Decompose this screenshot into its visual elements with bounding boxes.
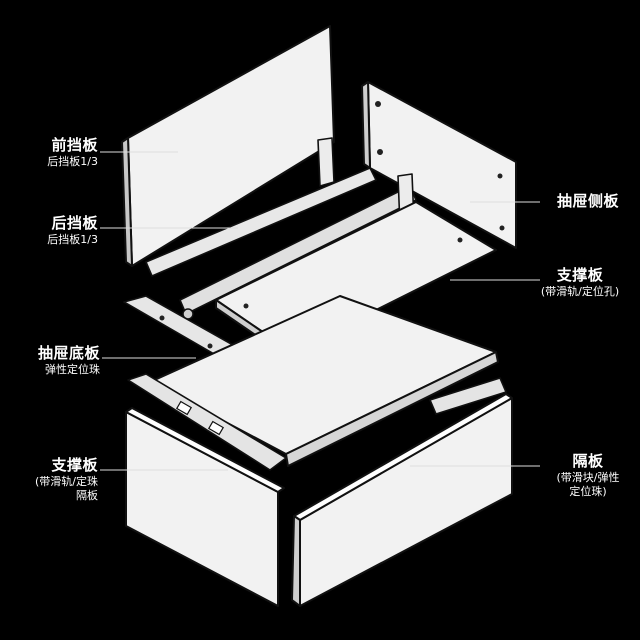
label-partition: 隔板 (带滑块/弹性 定位珠)	[540, 452, 636, 498]
drawer-bottom-sub: 弹性定位珠	[45, 362, 100, 376]
slider-block-1	[175, 400, 193, 416]
slider-block-2	[207, 420, 225, 436]
bottom-rail-bead-1	[159, 315, 165, 321]
support-left-title: 支撑板	[51, 456, 98, 474]
drawer-bottom-tray-rim	[285, 351, 499, 467]
lower-slide-rail	[127, 373, 287, 471]
partition-sub2: 定位珠)	[569, 484, 607, 498]
side-screw-4	[499, 225, 505, 231]
upper-rail-front	[179, 185, 417, 315]
label-support-right: 支撑板 (带滑轨/定位孔)	[524, 266, 636, 299]
front-baffle-edge	[121, 137, 133, 267]
label-drawer-side: 抽屉侧板	[540, 192, 636, 211]
board-hole-3	[243, 303, 249, 309]
back-baffle-title: 后挡板	[51, 214, 98, 232]
label-back-baffle: 后挡板 后挡板1/3	[8, 214, 98, 247]
board-hole-1	[457, 237, 463, 243]
rear-lower-rail	[429, 377, 507, 415]
label-support-left: 支撑板 (带滑轨/定珠 隔板	[4, 456, 98, 502]
right-front-panel-edge	[291, 515, 301, 607]
support-right-title: 支撑板	[556, 266, 604, 284]
side-screw-1	[375, 101, 381, 107]
left-front-panel-top	[125, 407, 285, 493]
side-screw-3	[497, 173, 503, 179]
drawer-bottom-title: 抽屉底板	[37, 344, 100, 362]
upper-rail-back	[145, 167, 377, 277]
drawer-side-edge	[361, 81, 371, 169]
rail-bracket-left	[317, 137, 335, 187]
label-front-baffle: 前挡板 后挡板1/3	[8, 136, 98, 169]
side-screw-2	[377, 149, 383, 155]
partition-title: 隔板	[572, 452, 604, 470]
support-right-sub: (带滑轨/定位孔)	[540, 284, 620, 298]
support-left-sub2: 隔板	[76, 488, 98, 502]
bottom-rail-bead-2	[207, 343, 213, 349]
label-drawer-bottom: 抽屉底板 弹性定位珠	[6, 344, 100, 377]
support-left-sub1: (带滑轨/定珠	[35, 474, 98, 488]
drawer-side-title: 抽屉侧板	[556, 192, 619, 210]
back-baffle-sub: 后挡板1/3	[47, 232, 98, 246]
partition-sub1: (带滑块/弹性	[556, 470, 620, 484]
front-baffle-title: 前挡板	[51, 136, 98, 154]
front-baffle-sub: 后挡板1/3	[47, 154, 98, 168]
